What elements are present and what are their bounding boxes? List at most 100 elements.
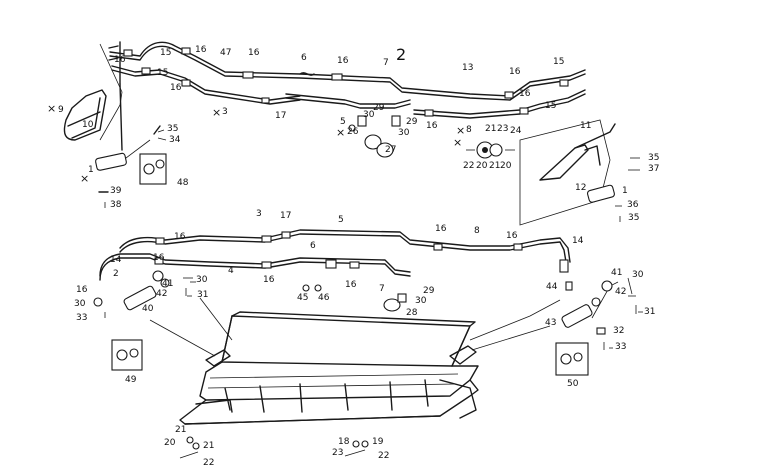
part-label-23: 23	[332, 448, 343, 458]
part-label-41: 41	[611, 268, 622, 278]
part-label-16: 16	[153, 253, 165, 263]
part-label-42: 42	[156, 289, 167, 299]
part-label-16: 16	[337, 56, 349, 66]
part-label-36: 36	[627, 200, 639, 210]
part-label-26: 26	[347, 127, 359, 137]
part-label-3: 3	[256, 209, 262, 219]
part-label-30: 30	[196, 275, 208, 285]
cross-mark: ×	[47, 102, 56, 115]
part-label-22: 22	[378, 451, 389, 461]
part-label-14: 14	[110, 255, 122, 265]
upper-junction-block	[466, 141, 515, 159]
part-label-11: 11	[580, 121, 591, 131]
part-label-20: 20	[500, 161, 512, 171]
part-label-8: 8	[466, 125, 472, 135]
part-label-16: 16	[426, 121, 438, 131]
part-label-16: 16	[248, 48, 260, 58]
part-label-20: 20	[164, 438, 176, 448]
part-label-45: 45	[297, 293, 308, 303]
part-label-16: 16	[174, 232, 186, 242]
part-label-13: 13	[462, 63, 473, 73]
upper-valve-cluster	[348, 115, 401, 158]
part-label-15: 15	[553, 57, 564, 67]
part-label-21: 21	[485, 124, 496, 134]
part-label-17: 17	[280, 211, 291, 221]
part-label-44: 44	[546, 282, 558, 292]
part-label-16: 16	[509, 67, 521, 77]
part-label-30: 30	[632, 270, 644, 280]
cross-mark: ×	[212, 106, 221, 119]
part-label-15: 15	[545, 101, 556, 111]
part-label-15: 15	[160, 48, 171, 58]
part-label-29: 29	[406, 117, 418, 127]
part-label-16: 16	[506, 231, 518, 241]
part-label-41: 41	[162, 279, 173, 289]
part-label-19: 19	[372, 437, 384, 447]
part-label-6: 6	[310, 241, 316, 251]
part-label-3: 3	[222, 107, 228, 117]
part-label-37: 37	[648, 164, 659, 174]
part-label-1: 1	[622, 186, 628, 196]
part-label-16: 16	[519, 89, 531, 99]
part-label-5: 5	[340, 117, 346, 127]
part-label-29: 29	[423, 286, 435, 296]
cross-mark: ×	[336, 126, 345, 139]
part-label-15: 15	[157, 68, 168, 78]
part-label-31: 31	[644, 307, 655, 317]
part-label-16: 16	[345, 280, 357, 290]
part-label-10: 10	[82, 120, 94, 130]
part-label-7: 7	[379, 284, 385, 294]
part-label-16: 16	[114, 55, 126, 65]
part-label-22: 22	[203, 458, 214, 468]
part-label-43: 43	[545, 318, 556, 328]
part-label-35: 35	[167, 124, 178, 134]
lower-left-cylinder	[93, 270, 193, 371]
part-label-2: 2	[113, 269, 119, 279]
part-label-6: 6	[301, 53, 307, 63]
sheet-number: 2	[396, 45, 406, 64]
upper-brake-lines	[108, 41, 586, 151]
part-label-1: 1	[88, 165, 94, 175]
part-label-21: 21	[489, 161, 500, 171]
part-label-28: 28	[406, 308, 418, 318]
part-label-14: 14	[572, 236, 584, 246]
part-label-30: 30	[398, 128, 410, 138]
part-label-21: 21	[175, 425, 186, 435]
part-label-20: 20	[476, 161, 488, 171]
part-label-50: 50	[567, 379, 579, 389]
cross-mark: ×	[456, 124, 465, 137]
part-label-17: 17	[275, 111, 286, 121]
part-label-46: 46	[318, 293, 330, 303]
part-label-18: 18	[338, 437, 350, 447]
part-label-5: 5	[338, 215, 344, 225]
part-label-22: 22	[463, 161, 474, 171]
cross-mark: ×	[80, 172, 89, 185]
part-label-12: 12	[575, 183, 586, 193]
part-label-16: 16	[170, 83, 182, 93]
lower-fittings	[154, 231, 573, 291]
part-label-24: 24	[510, 126, 522, 136]
lower-right-cylinder	[555, 280, 637, 376]
lower-valve	[302, 284, 407, 312]
part-label-35: 35	[648, 153, 659, 163]
part-label-39: 39	[110, 186, 122, 196]
part-label-35: 35	[628, 213, 639, 223]
part-label-16: 16	[263, 275, 275, 285]
part-label-16: 16	[76, 285, 88, 295]
cross-marks: ××××××	[47, 102, 465, 185]
part-label-8: 8	[474, 226, 480, 236]
part-label-9: 9	[58, 105, 64, 115]
part-label-29: 29	[373, 103, 385, 113]
part-label-31: 31	[197, 290, 208, 300]
cross-mark: ×	[453, 136, 462, 149]
part-label-16: 16	[195, 45, 207, 55]
part-label-32: 32	[613, 326, 624, 336]
part-label-38: 38	[110, 200, 122, 210]
part-label-23: 23	[497, 124, 508, 134]
leader-lines	[157, 129, 643, 349]
upper-left-cylinder	[95, 125, 167, 208]
part-label-21: 21	[203, 441, 214, 451]
part-label-33: 33	[615, 342, 626, 352]
